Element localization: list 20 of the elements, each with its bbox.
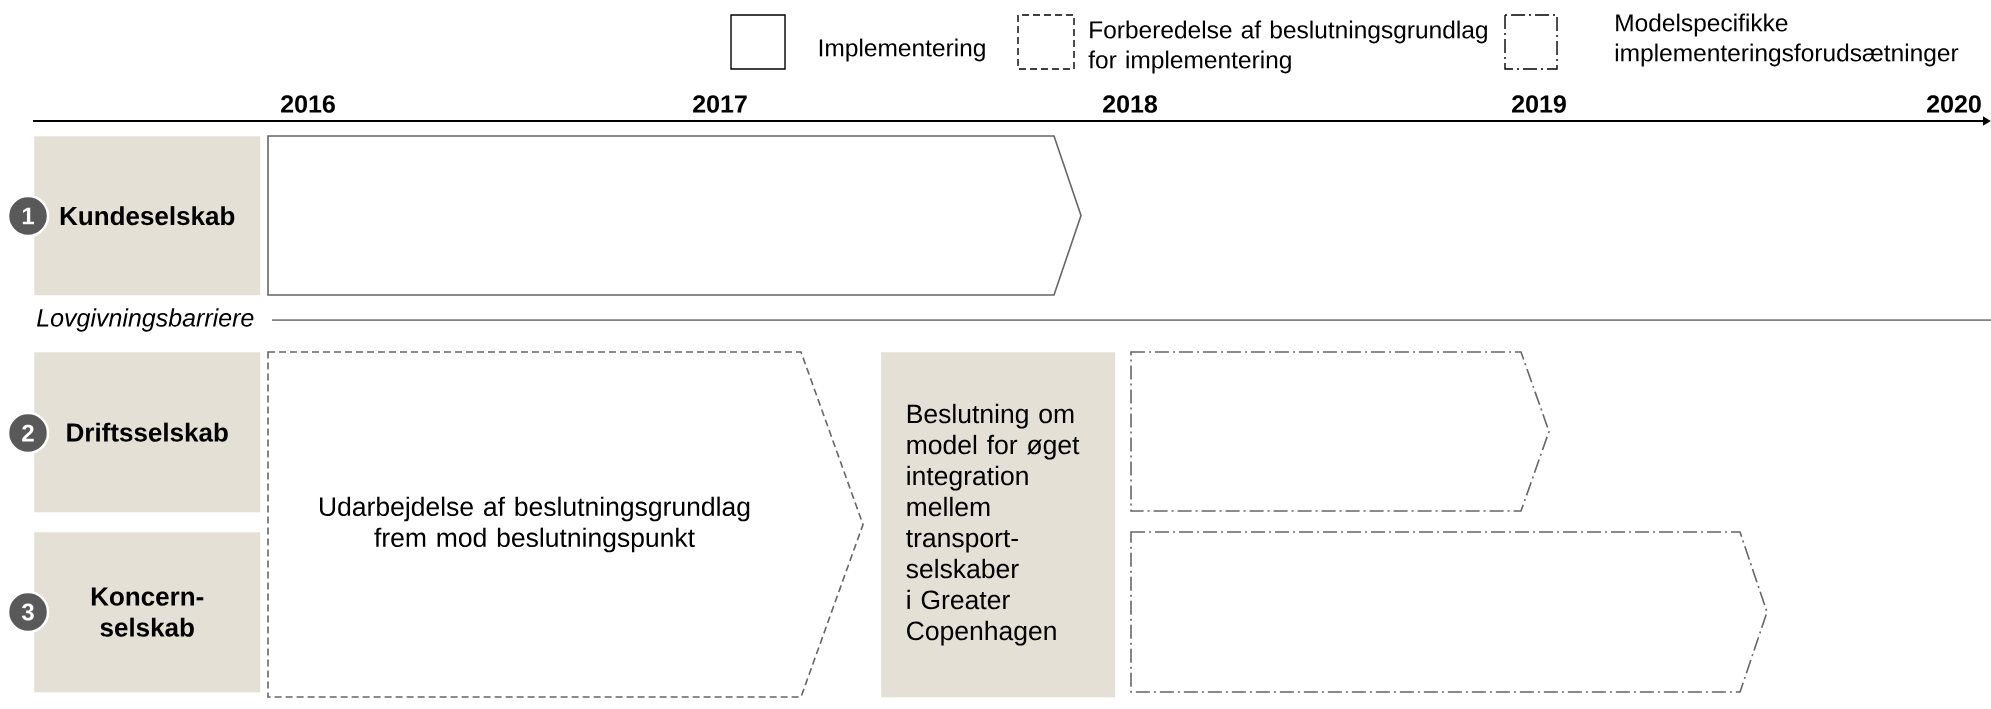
year-label: 2016 [281, 95, 335, 113]
year-label: 2020 [1927, 95, 1981, 113]
row-header: Koncern- selskab [34, 532, 261, 693]
row-header: Driftsselskab [34, 352, 261, 513]
legend-text: Modelspecifikke implementeringsforudsætninger [1615, 13, 1959, 67]
decision-box: Beslutning om model for øget integration mellem transport- selskaber i Greater Copenhagen [881, 352, 1116, 698]
callout-number: 1 [6, 194, 50, 238]
timeline-bar [267, 135, 1082, 296]
year-label: 2018 [1103, 95, 1158, 113]
legend-text: Implementering [819, 38, 985, 62]
barrier-label: Lovgivningsbarriere [34, 306, 257, 334]
timeline-bar [1130, 351, 1550, 512]
legend-text: Forberedelse af beslutningsgrundlag for implementering [1088, 20, 1487, 74]
callout-number: 2 [6, 411, 50, 455]
row-header: Kundeselskab [34, 136, 261, 296]
timeline-bar [1130, 531, 1768, 693]
year-label: 2019 [1512, 95, 1566, 113]
callout-number: 3 [6, 590, 50, 634]
year-label: 2017 [693, 95, 747, 113]
timeline-bar: Udarbejdelse af beslutningsgrundlag frem mod beslutningspunkt [267, 351, 864, 698]
